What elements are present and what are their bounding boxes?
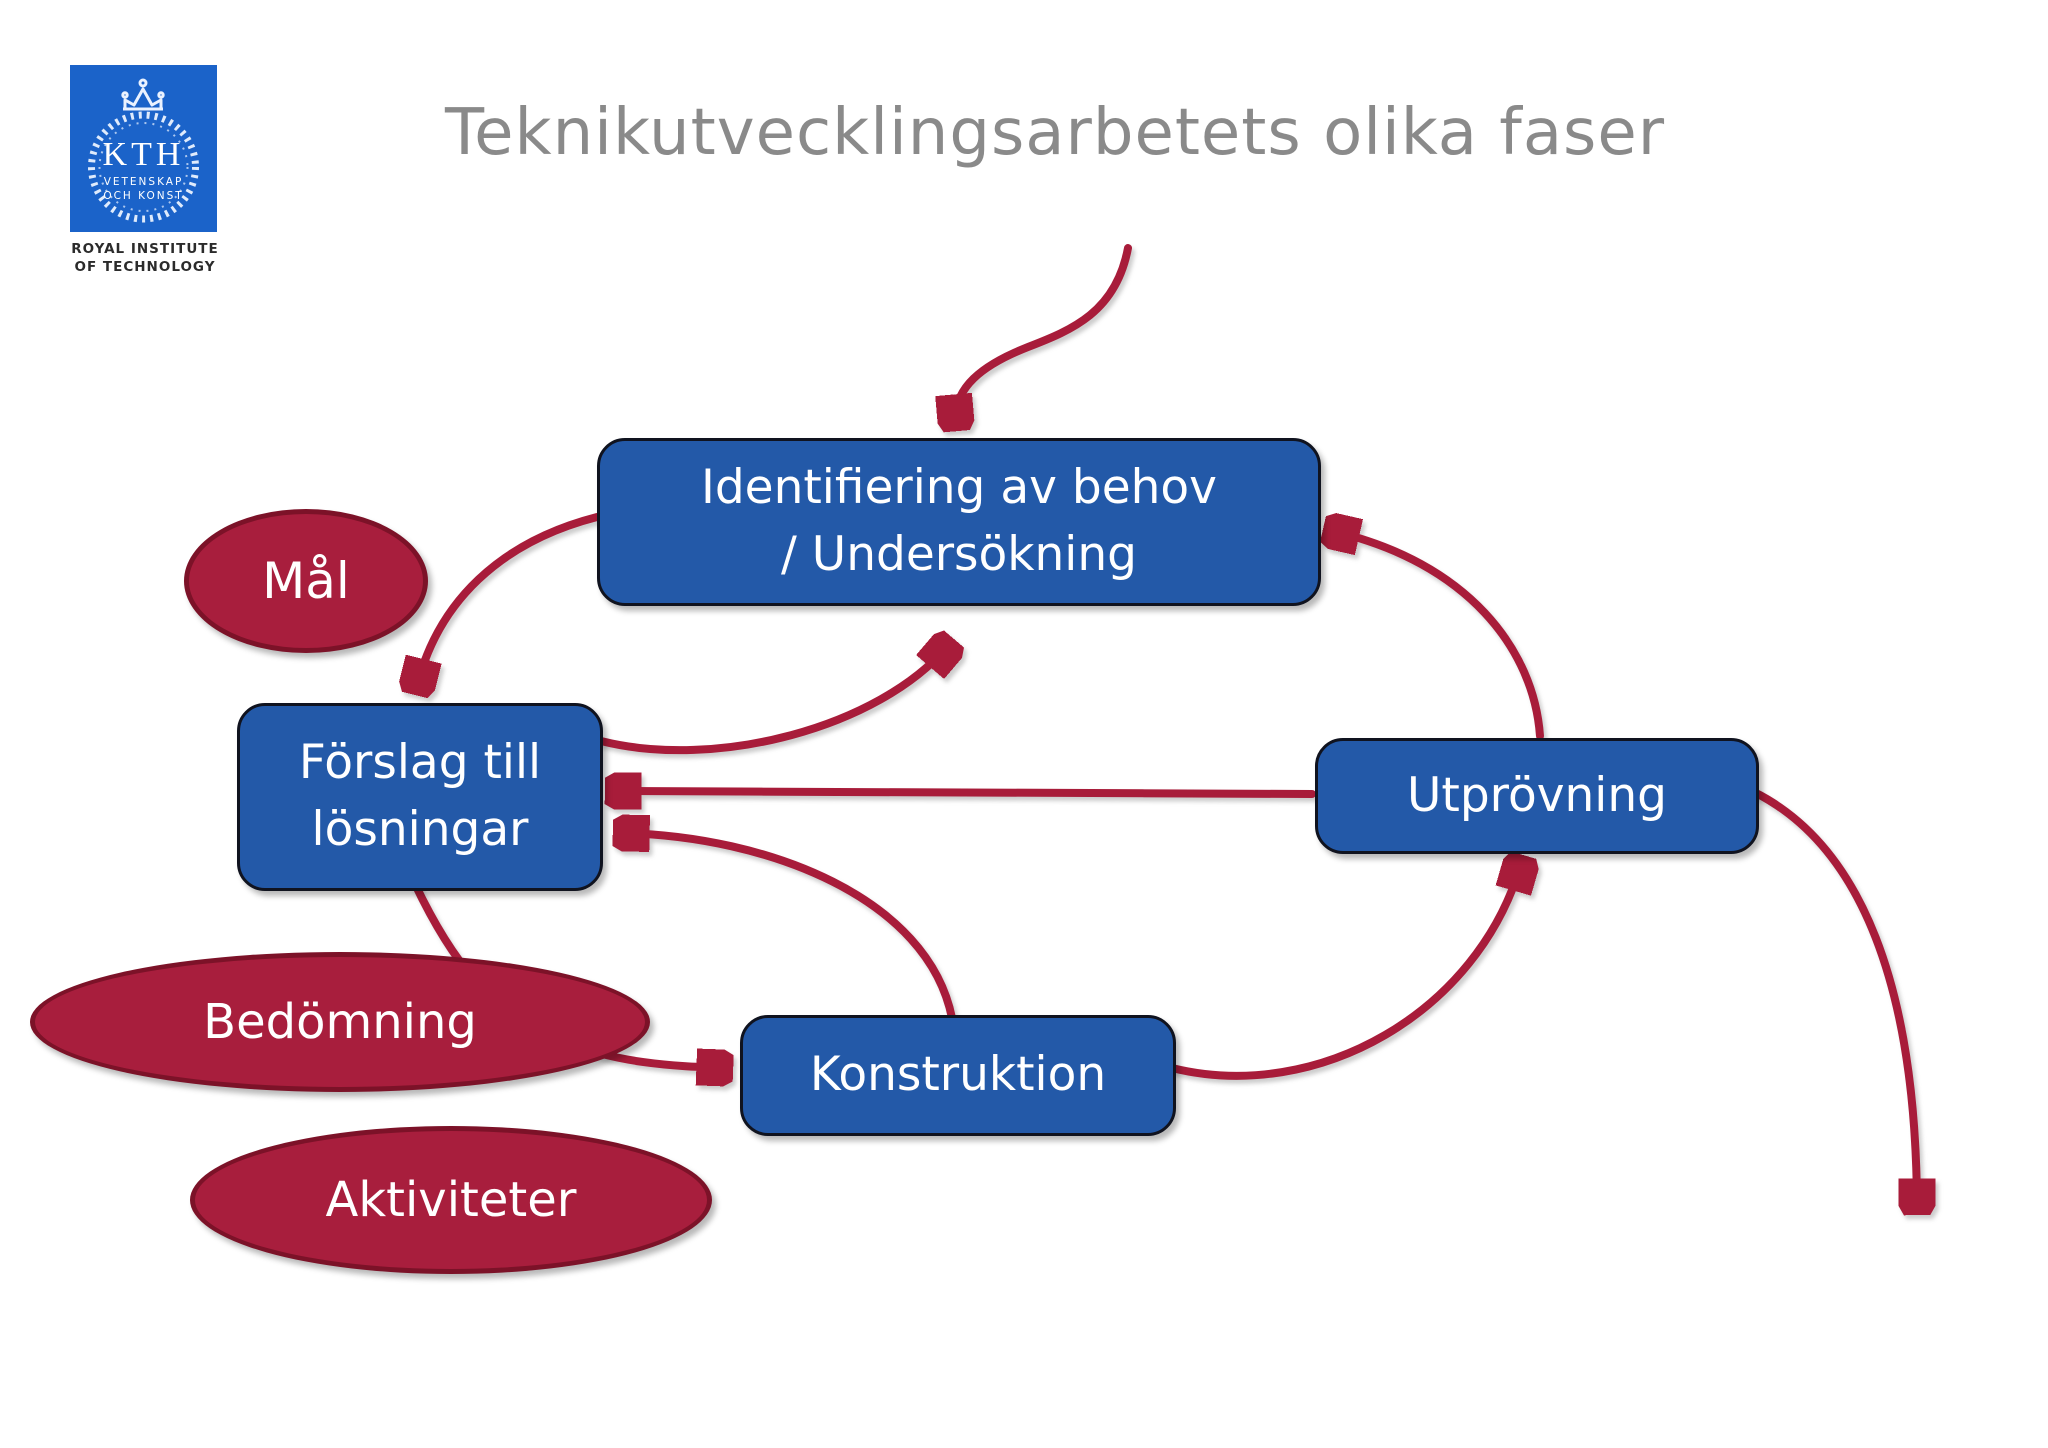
arrow-utprovning-to-identifiering [1332, 531, 1544, 740]
phase-label-line: / Undersökning [781, 527, 1137, 582]
phase-box-konstruktion: Konstruktion [740, 1015, 1176, 1136]
annotation-ellipse-mal: Mål [184, 509, 428, 653]
phase-label-line: Identifiering av behov [700, 460, 1217, 516]
annotation-ellipse-aktiviteter: Aktiviteter [190, 1126, 712, 1274]
logo-caption-line2: OF TECHNOLOGY [74, 259, 216, 276]
logo-caption: ROYAL INSTITUTE OF TECHNOLOGY [40, 240, 250, 276]
arrow-konstruktion-to-forslag [622, 833, 956, 1022]
logo-motto-line2: OCH KONST [103, 190, 183, 202]
phase-box-utprovning: Utprövning [1315, 738, 1759, 854]
arrow-start-to-identifiering [956, 244, 1132, 422]
logo-acronym: KTH [103, 136, 185, 173]
arrow-forslag-to-identifiering [597, 646, 948, 755]
annotation-label: Aktiviteter [325, 1172, 577, 1228]
annotation-label: Bedömning [203, 994, 477, 1050]
annotation-label: Mål [262, 552, 350, 610]
logo-wreath-icon [88, 111, 199, 223]
phase-label-line: lösningar [311, 802, 529, 857]
phase-box-identifiering: Identifiering av behov / Undersökning [597, 438, 1321, 606]
phase-label-line: Förslag till [298, 735, 542, 791]
logo-caption-line1: ROYAL INSTITUTE [71, 241, 219, 257]
arrow-identifiering-to-forslag [417, 513, 601, 686]
arrow-utprovning-to-exit [1750, 788, 1917, 1206]
kth-logo: KTH VETENSKAP OCH KONST [70, 65, 217, 232]
annotation-ellipse-bedomning: Bedömning [30, 952, 650, 1092]
logo-motto-line1: VETENSKAP [104, 176, 184, 188]
arrow-utprovning-to-forslag [614, 791, 1316, 794]
logo-crown-icon [121, 78, 165, 111]
phase-label-line: Konstruktion [809, 1047, 1107, 1103]
phase-box-forslag: Förslag till lösningar [237, 703, 603, 891]
arrow-konstruktion-to-utprovning [1168, 864, 1521, 1080]
page-title: Teknikutvecklingsarbetets olika faser [444, 96, 1666, 170]
phase-label-line: Utprövning [1407, 767, 1667, 823]
